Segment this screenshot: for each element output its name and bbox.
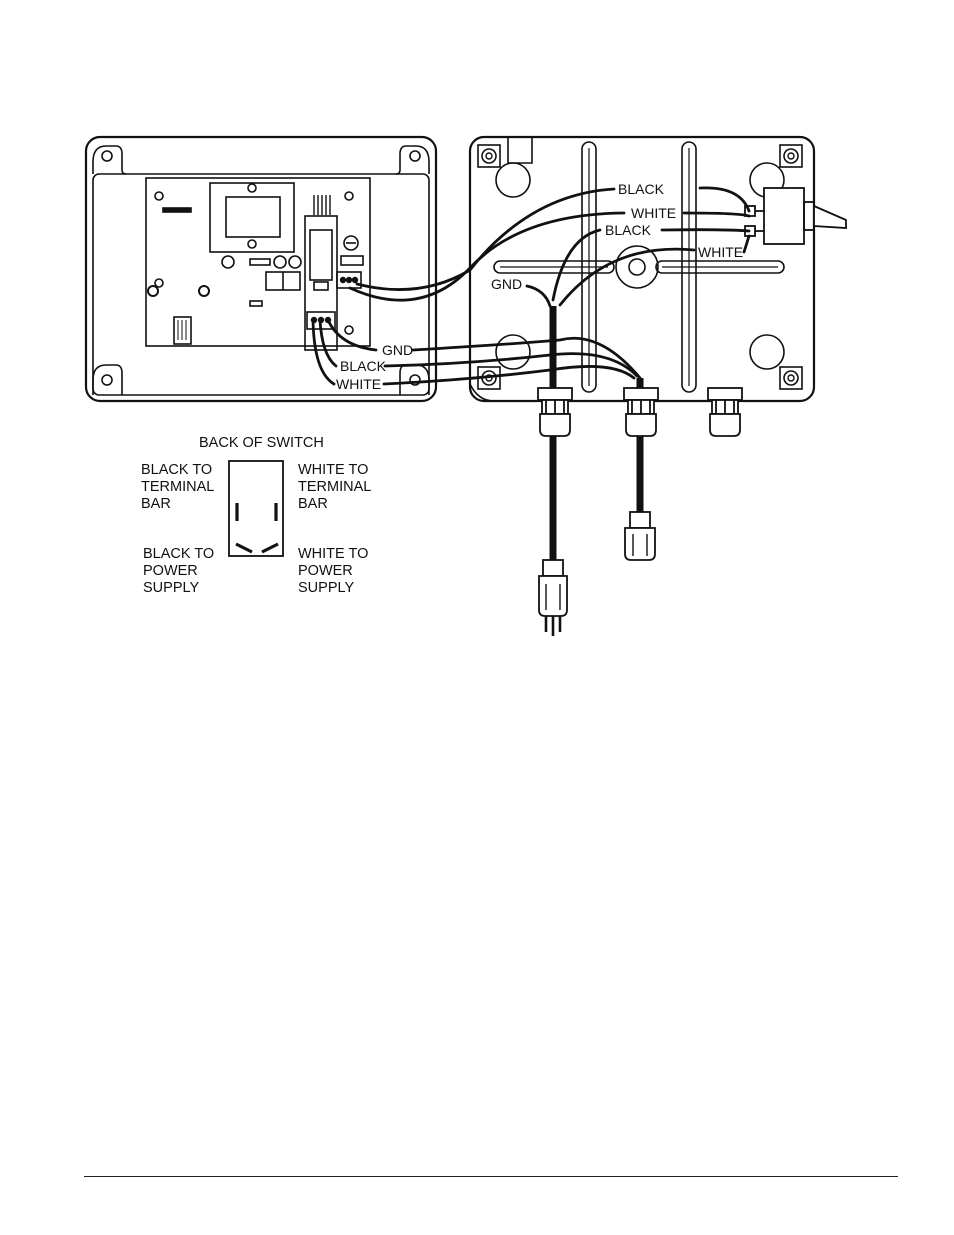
switch-bottom-left-line-1: BLACK TO: [143, 546, 214, 562]
switch-top-right-line-2: TERMINAL: [298, 479, 371, 495]
switch-bottom-left-line-3: SUPPLY: [143, 580, 199, 596]
wire-label-gnd-box: GND: [491, 276, 522, 292]
wire-label-white-top: WHITE: [631, 205, 676, 221]
switch-top-left-line-1: BLACK TO: [141, 462, 212, 478]
wire-label-black-top: BLACK: [618, 181, 665, 197]
wire-label-gnd-panel: GND: [382, 342, 413, 358]
circuit-board: [146, 178, 370, 350]
footer-rule: [84, 1176, 898, 1177]
switch-top-right-line-3: BAR: [298, 496, 328, 512]
wires: [313, 188, 749, 384]
switch-top-left-line-2: TERMINAL: [141, 479, 214, 495]
wire-label-black-mid: BLACK: [605, 222, 652, 238]
switch-top-left-line-3: BAR: [141, 496, 171, 512]
wire-label-black-panel: BLACK: [340, 358, 387, 374]
switch-top-right-line-1: WHITE TO: [298, 462, 368, 478]
junction-box-enclosure: [470, 137, 814, 401]
wire-label-white-panel: WHITE: [336, 376, 381, 392]
switch-back-title: BACK OF SWITCH: [199, 435, 324, 451]
switch-bottom-right-line-1: WHITE TO: [298, 546, 368, 562]
switch-bottom-right-line-3: SUPPLY: [298, 580, 354, 596]
switch-back-detail: BACK OF SWITCH BLACK TO TERMINAL BAR WHI…: [141, 435, 371, 596]
cord-grips: [538, 388, 742, 436]
wire-label-white-mid: WHITE: [698, 244, 743, 260]
switch-bottom-left-line-2: POWER: [143, 563, 198, 579]
switch-bottom-right-line-2: POWER: [298, 563, 353, 579]
